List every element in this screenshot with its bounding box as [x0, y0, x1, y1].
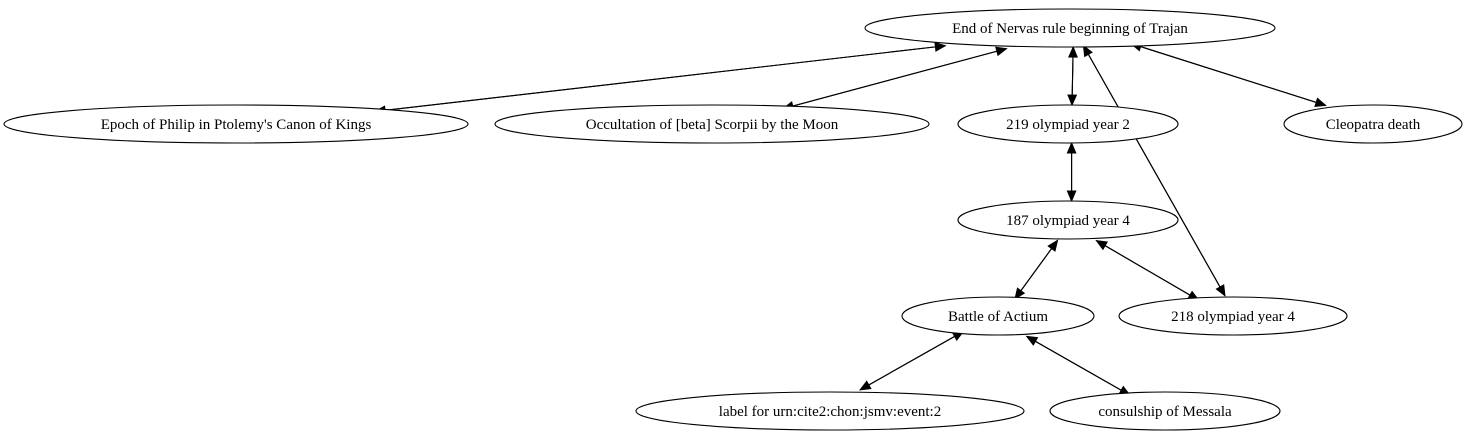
node-ellipse	[1049, 391, 1281, 431]
node-actium[interactable]: Battle of Actium	[901, 296, 1095, 336]
arrowhead-philip-to-trajan	[934, 42, 947, 52]
node-scorpii[interactable]: Occultation of [beta] Scorpii by the Moo…	[494, 104, 930, 144]
arrowhead-o218-to-trajan	[1082, 44, 1093, 58]
node-ellipse	[3, 104, 469, 144]
edge-messala-to-actium	[1035, 340, 1131, 396]
edge-actium-to-o187	[1014, 248, 1053, 300]
arrowhead-o218-to-o187	[1095, 239, 1109, 251]
node-label: Battle of Actium	[948, 309, 1048, 325]
arrowhead-o219-to-trajan	[1068, 45, 1078, 58]
node-cleopatra[interactable]: Cleopatra death	[1283, 104, 1463, 144]
node-trajan[interactable]: End of Nervas rule beginning of Trajan	[864, 8, 1276, 48]
node-ellipse	[864, 8, 1276, 48]
node-label: Cleopatra death	[1326, 117, 1421, 133]
edge-o218-to-o187	[1104, 245, 1199, 301]
node-label: 187 olympiad year 4	[1006, 213, 1130, 229]
node-philip[interactable]: Epoch of Philip in Ptolemy's Canon of Ki…	[3, 104, 469, 144]
edge-o219-to-trajan	[1071, 57, 1074, 106]
node-label: 219 olympiad year 2	[1006, 117, 1130, 133]
node-ellipse	[957, 104, 1179, 144]
node-label: 218 olympiad year 4	[1171, 309, 1295, 325]
node-label: Occultation of [beta] Scorpii by the Moo…	[586, 117, 839, 133]
node-label: End of Nervas rule beginning of Trajan	[952, 21, 1188, 37]
node-ellipse	[901, 296, 1095, 336]
node-ellipse	[494, 104, 930, 144]
node-o187[interactable]: 187 olympiad year 4	[957, 200, 1179, 240]
node-label: label for urn:cite2:chon:jsmv:event:2	[719, 404, 941, 420]
arrowhead-o187-to-o219	[1066, 141, 1077, 154]
node-label: consulship of Messala	[1098, 404, 1232, 420]
edge-urn-to-actium	[859, 335, 955, 391]
edges-layer	[373, 42, 1327, 396]
arrowhead-scorpii-to-trajan	[995, 46, 1008, 57]
edge-cleopatra-to-trajan	[1140, 46, 1326, 106]
node-o219[interactable]: 219 olympiad year 2	[957, 104, 1179, 144]
edge-o218-to-trajan	[1087, 54, 1226, 297]
node-urn[interactable]: label for urn:cite2:chon:jsmv:event:2	[635, 391, 1025, 431]
edge-scorpii-to-trajan	[782, 50, 998, 110]
node-ellipse	[1283, 104, 1463, 144]
arrowhead-actium-to-o187	[1047, 239, 1059, 252]
node-ellipse	[957, 200, 1179, 240]
arrowhead-messala-to-actium	[1025, 335, 1039, 346]
node-messala[interactable]: consulship of Messala	[1049, 391, 1281, 431]
node-o218[interactable]: 218 olympiad year 4	[1118, 296, 1348, 336]
edge-philip-to-trajan	[375, 46, 936, 113]
node-label: Epoch of Philip in Ptolemy's Canon of Ki…	[101, 117, 372, 133]
nodes-layer: End of Nervas rule beginning of TrajanEp…	[3, 8, 1463, 431]
node-ellipse	[635, 391, 1025, 431]
node-ellipse	[1118, 296, 1348, 336]
